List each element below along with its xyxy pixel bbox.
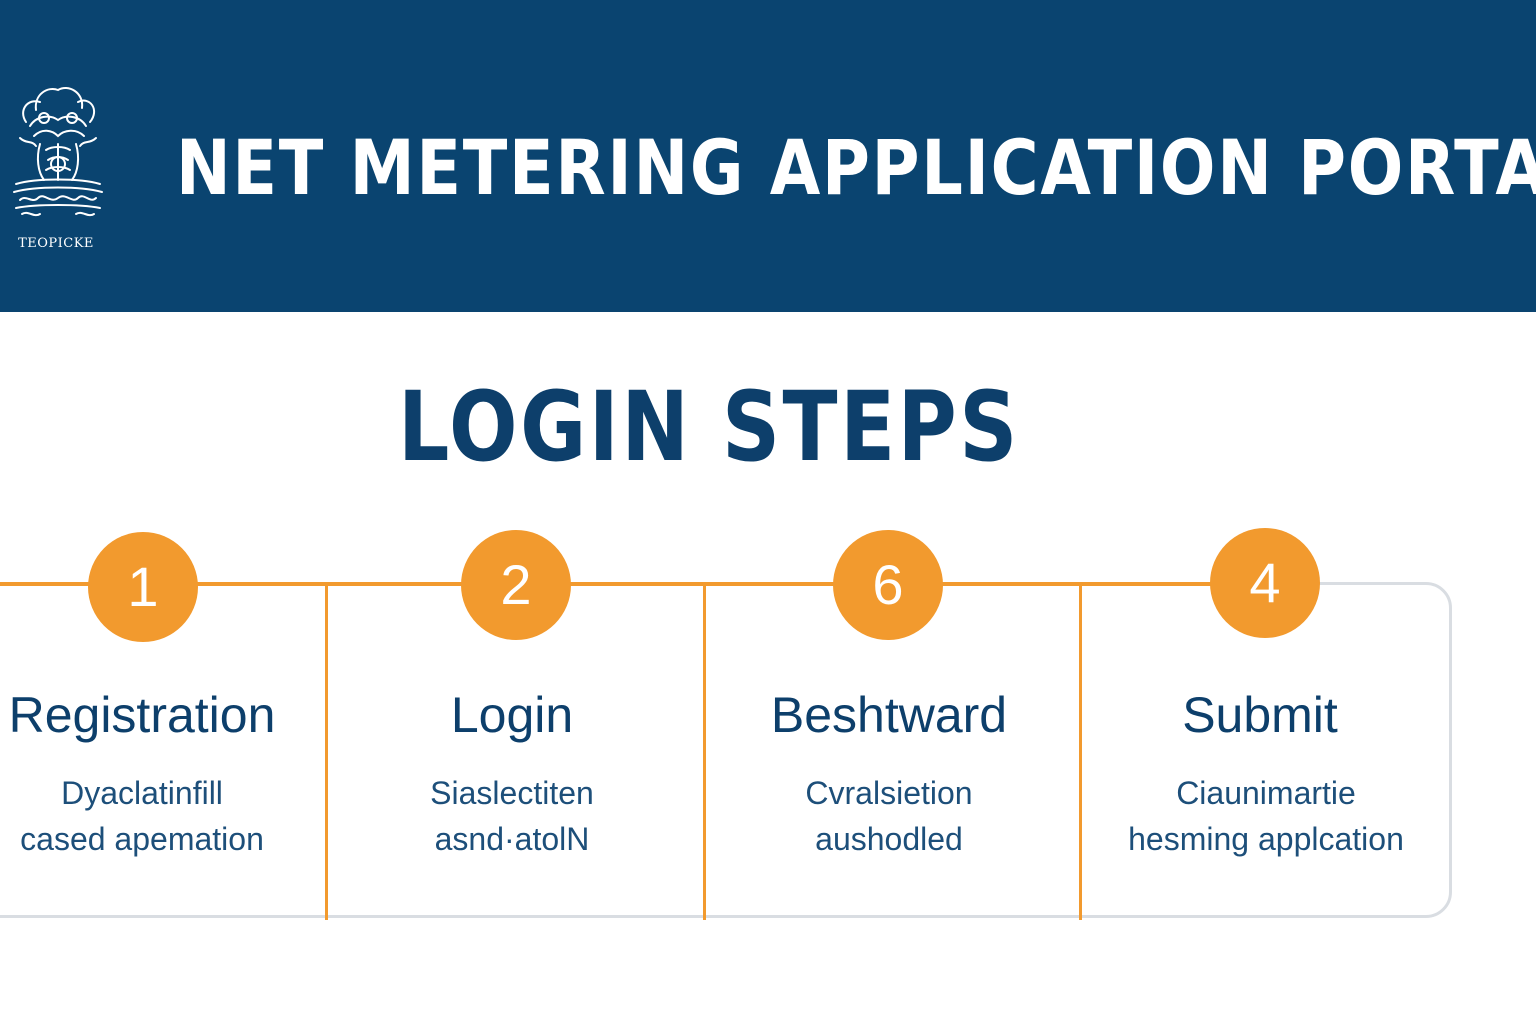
- step-2-desc-line-2: asnd·atolN: [434, 821, 590, 857]
- step-4-number-badge: 4: [1210, 528, 1320, 638]
- step-2-title: Login: [450, 687, 574, 743]
- step-1-description: Dyaclatinfill cased apemation: [0, 770, 332, 862]
- emblem-logo: TEOPICKE: [6, 80, 110, 260]
- emblem-caption: TEOPICKE: [18, 236, 94, 251]
- steps-panel: [0, 582, 1452, 918]
- step-1-title: Registration: [8, 687, 276, 743]
- step-1-number-badge: 1: [88, 532, 198, 642]
- portal-title: NET METERING APPLICATION PORTAL: [176, 123, 1536, 212]
- step-3-desc-line-1: Cvralsietion: [805, 775, 973, 811]
- step-3-description: Cvralsietion aushodled: [699, 770, 1079, 862]
- login-steps-heading: LOGIN STEPS: [398, 371, 1020, 483]
- step-3-number-badge: 6: [833, 530, 943, 640]
- step-2-description: Siaslectiten asnd·atolN: [322, 770, 702, 862]
- step-divider: [325, 586, 328, 920]
- step-4-title: Submit: [1182, 687, 1338, 743]
- step-1-desc-line-2: cased apemation: [20, 821, 264, 857]
- step-divider: [1079, 586, 1082, 920]
- step-4-description: Ciaunimartie hesming applcation: [1076, 770, 1456, 862]
- step-3-desc-line-2: aushodled: [815, 821, 963, 857]
- portal-header: TEOPICKE NET METERING APPLICATION PORTAL: [0, 0, 1536, 312]
- step-2-desc-line-1: Siaslectiten: [430, 775, 594, 811]
- step-2-number-badge: 2: [461, 530, 571, 640]
- step-divider: [703, 586, 706, 920]
- step-3-title: Beshtward: [770, 687, 1008, 743]
- steps-connector-line: [0, 582, 1262, 586]
- step-4-desc-line-2: hesming applcation: [1128, 821, 1404, 857]
- national-emblem-icon: [13, 87, 103, 217]
- step-4-desc-line-1: Ciaunimartie: [1176, 775, 1356, 811]
- step-1-desc-line-1: Dyaclatinfill: [61, 775, 223, 811]
